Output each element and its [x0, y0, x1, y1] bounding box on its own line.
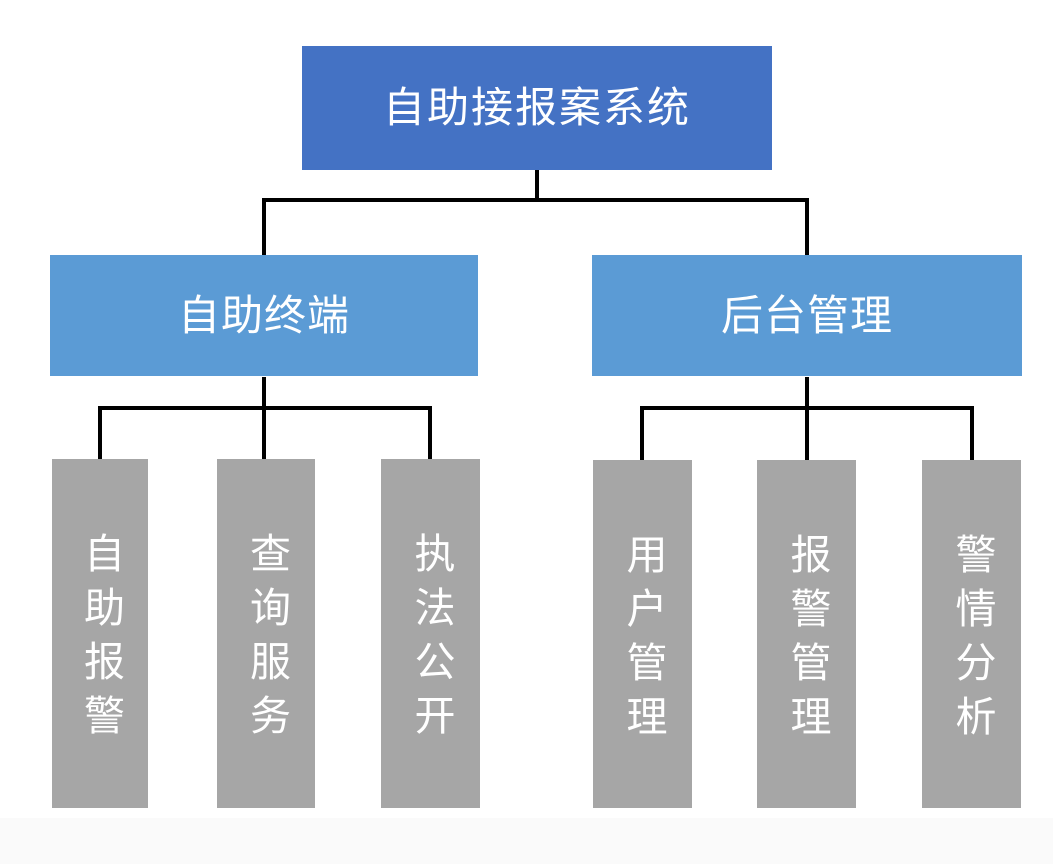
node-root-label: 自助接报案系统 [382, 84, 691, 131]
connector-drop-leaf-1 [98, 408, 102, 461]
connector-root-stem [535, 170, 539, 202]
connector-left-branch-stem [262, 377, 266, 461]
node-leaf-self-service-alarm: 自助报警 [52, 459, 148, 808]
node-leaf-label: 执法公开 [408, 532, 454, 748]
connector-drop-branch-right [805, 200, 809, 257]
connector-drop-branch-left [262, 200, 266, 257]
node-leaf-label: 自助报警 [77, 532, 124, 748]
node-branch-label: 后台管理 [720, 291, 893, 339]
node-leaf-label: 报警管理 [784, 532, 830, 749]
connector-right-rail [640, 406, 974, 410]
node-branch-label: 自助终端 [177, 291, 350, 339]
node-leaf-label: 警情分析 [949, 532, 995, 749]
node-leaf-label: 用户管理 [620, 532, 666, 749]
connector-drop-leaf-6 [970, 408, 974, 462]
connector-drop-leaf-4 [640, 408, 644, 462]
node-leaf-user-management: 用户管理 [593, 460, 692, 808]
node-leaf-alarm-management: 报警管理 [757, 460, 856, 808]
node-branch-self-service-terminal: 自助终端 [50, 255, 478, 376]
node-leaf-incident-analysis: 警情分析 [922, 460, 1021, 808]
node-branch-backend-management: 后台管理 [592, 255, 1022, 376]
background-strip [0, 818, 1053, 864]
connector-top-rail [262, 198, 809, 202]
node-leaf-query-service: 查询服务 [217, 459, 315, 808]
node-root: 自助接报案系统 [302, 46, 772, 170]
connector-right-branch-stem [805, 377, 809, 462]
connector-drop-leaf-3 [428, 408, 432, 461]
node-leaf-label: 查询服务 [243, 532, 290, 748]
connector-left-rail [98, 406, 432, 410]
node-leaf-law-enforcement-disclosure: 执法公开 [381, 459, 480, 808]
